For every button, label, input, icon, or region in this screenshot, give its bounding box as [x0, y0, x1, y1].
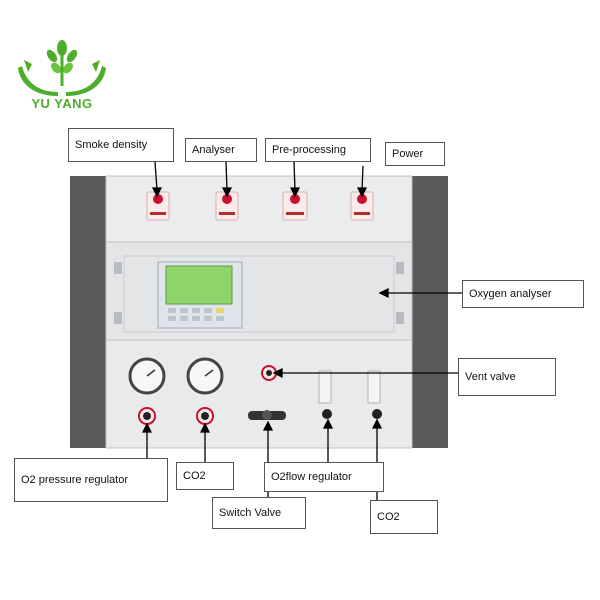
power-button — [350, 191, 374, 221]
label-oxygen-analyser: Oxygen analyser — [462, 280, 584, 308]
yu-yang-logo-icon — [18, 40, 106, 96]
flowmeter-left — [318, 370, 332, 404]
label-switch-valve: Switch Valve — [212, 497, 306, 529]
label-analyser: Analyser — [185, 138, 257, 162]
right-side-post — [412, 176, 448, 448]
label-power: Power — [385, 142, 445, 166]
bottom-panel — [105, 339, 413, 449]
label-o2flow-regulator: O2flow regulator — [264, 462, 384, 492]
o2-flow-regulator-knob — [322, 409, 332, 419]
pressure-gauge-left — [128, 357, 166, 395]
pressure-gauge-right — [186, 357, 224, 395]
lcd-screen — [165, 265, 233, 305]
label-co2-left: CO2 — [176, 462, 234, 490]
label-vent-valve: Vent valve — [458, 358, 556, 396]
label-smoke-density: Smoke density — [68, 128, 174, 162]
o2-pressure-regulator-knob — [138, 407, 156, 425]
analyser-button — [215, 191, 239, 221]
label-co2-right: CO2 — [370, 500, 438, 534]
oxygen-analyser-panel — [105, 241, 413, 341]
label-o2-pressure-regulator: O2 pressure regulator — [14, 458, 168, 502]
left-side-post — [70, 176, 106, 448]
vent-valve-knob — [261, 365, 277, 381]
brand-name: YU YANG — [31, 96, 93, 111]
switch-valve-lever — [248, 410, 286, 420]
flowmeter-right — [367, 370, 381, 404]
label-pre-processing: Pre-processing — [265, 138, 371, 162]
keypad — [168, 308, 224, 321]
co2-regulator-knob — [196, 407, 214, 425]
co2-flow-regulator-knob — [372, 409, 382, 419]
smoke-density-button — [146, 191, 170, 221]
